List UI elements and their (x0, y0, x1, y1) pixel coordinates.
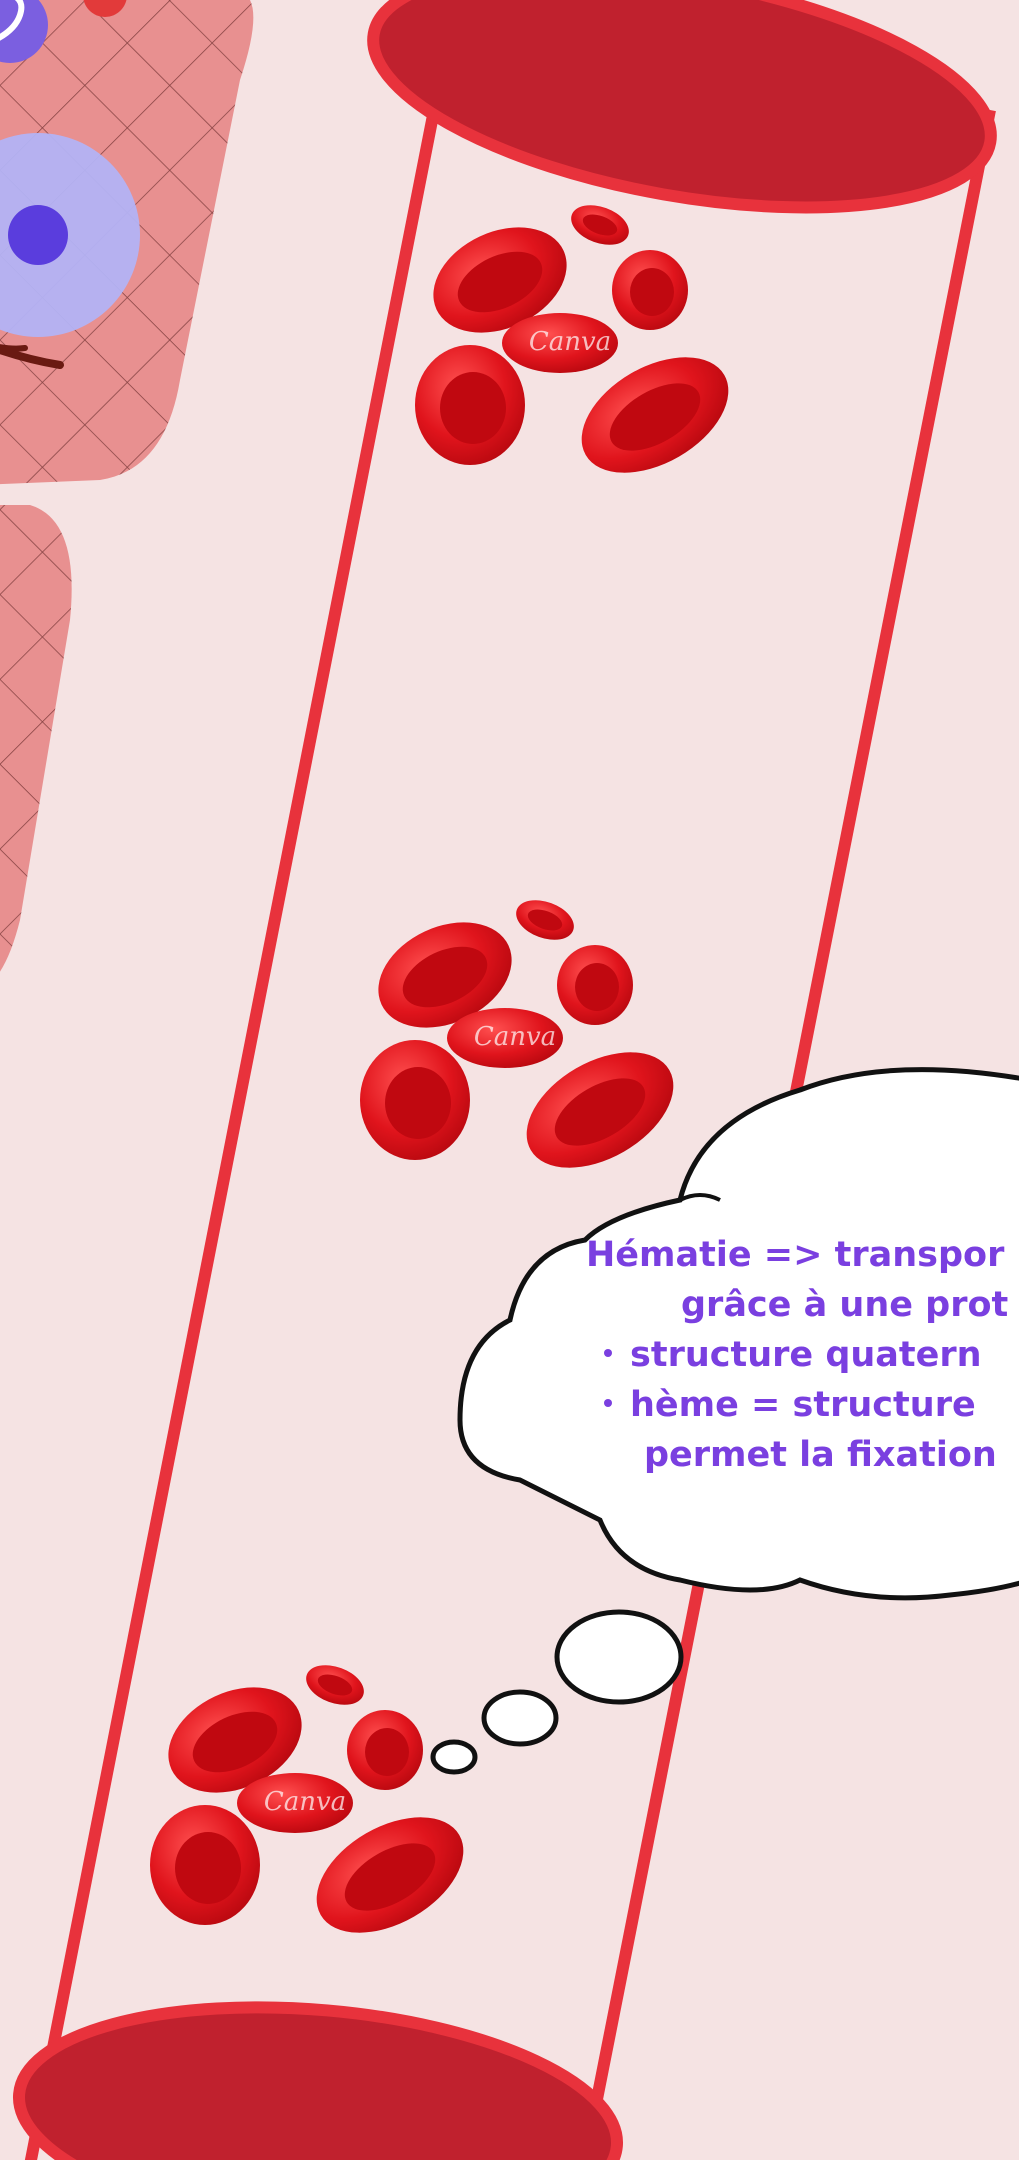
red-cell-cluster-bottom: Canva (150, 1665, 464, 1933)
red-cell-cluster-middle: Canva (360, 900, 674, 1168)
bullet-icon (604, 1349, 612, 1357)
bubble-line-3-text: structure quatern (630, 1335, 982, 1375)
bubble-line-6: -> 4 O2 (876, 1480, 1019, 1490)
thought-cloud-text: Hématie => transpor grâce à une prot str… (586, 1230, 1019, 1490)
vessel-top-opening (367, 0, 997, 214)
tissue-cell-middle (0, 505, 72, 972)
watermark-canva: Canva (264, 1787, 346, 1817)
nucleus-lilac (0, 133, 140, 337)
thought-bubble-medium (481, 1689, 559, 1747)
bullet-icon (604, 1399, 612, 1407)
nucleus-core (8, 205, 68, 265)
vessel-bottom-opening (12, 2001, 624, 2160)
bubble-line-3: structure quatern (604, 1330, 982, 1380)
bubble-line-4-text: hème = structure (630, 1385, 976, 1425)
thought-bubble-large (554, 1609, 684, 1705)
blood-vessel (12, 0, 997, 2160)
tissue-cell-top (0, 0, 254, 485)
bubble-line-4: hème = structure (604, 1380, 976, 1430)
watermark-canva: Canva (529, 327, 611, 357)
bubble-line-2: grâce à une prot (681, 1285, 1009, 1325)
thought-bubble-small (430, 1739, 478, 1775)
bubble-line-5: permet la fixation (644, 1435, 997, 1475)
watermark-canva: Canva (474, 1022, 556, 1052)
nucleus-purple (0, 0, 48, 63)
red-cell-cluster-top: Canva (415, 205, 729, 473)
thought-cloud (430, 1067, 1019, 1775)
bubble-line-1: Hématie => transpor (586, 1235, 1005, 1275)
